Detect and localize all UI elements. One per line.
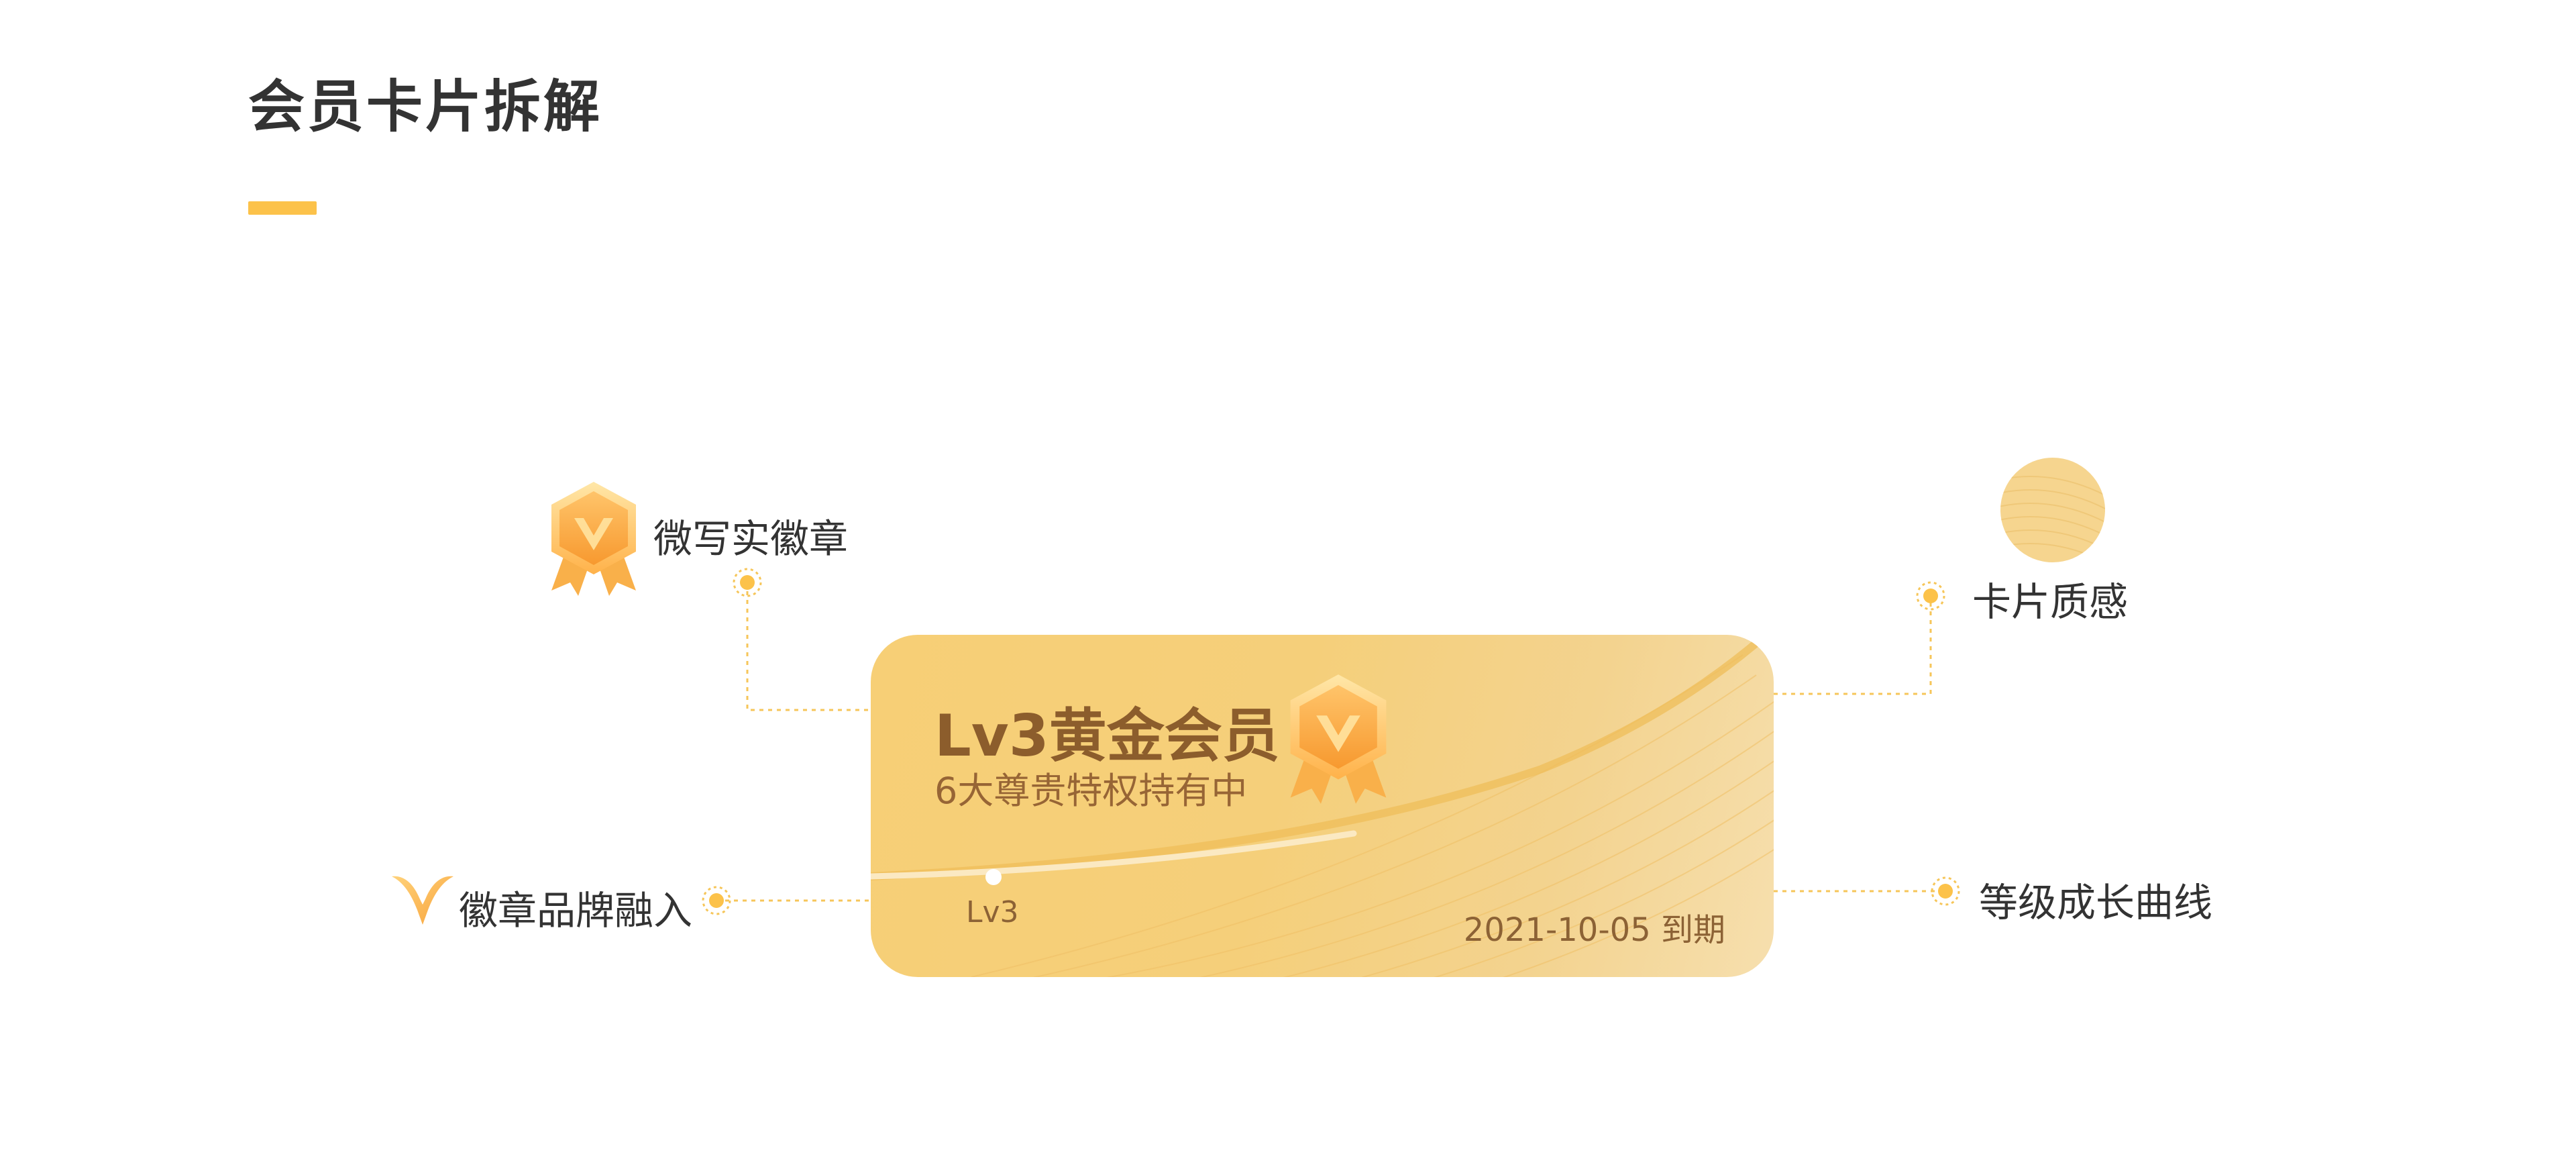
callout-label-curve: 等级成长曲线 — [1979, 880, 2213, 925]
brand-v-icon — [392, 876, 453, 925]
growth-curve — [871, 635, 1772, 880]
connector-badge-dot — [733, 568, 762, 597]
card-texture — [871, 635, 1774, 977]
connector-curve-dot — [1931, 876, 1960, 906]
connector-badge-line — [746, 582, 871, 711]
medal-v-icon — [551, 482, 636, 596]
title-accent-bar — [248, 201, 317, 215]
connector-texture-dot — [1916, 581, 1945, 611]
callout-label-texture: 卡片质感 — [1972, 579, 2129, 625]
level-marker — [985, 869, 1002, 885]
card-subtitle: 6大尊贵特权持有中 — [934, 770, 1248, 812]
connector-brand-dot — [702, 886, 731, 915]
page-title: 会员卡片拆解 — [248, 74, 603, 140]
card-level-label: Lv3 — [966, 895, 1019, 929]
callout-label-brand: 徽章品牌融入 — [459, 888, 693, 933]
medal-v-icon — [1290, 674, 1387, 804]
growth-progress — [871, 830, 1357, 880]
card-expiry: 2021-10-05 到期 — [1463, 911, 1725, 949]
connector-texture-line — [1774, 596, 1932, 695]
texture-swatch-icon — [2000, 458, 2105, 562]
callout-label-badge: 微写实徽章 — [653, 516, 849, 562]
membership-card[interactable]: Lv3黄金会员 6大尊贵特权持有中 Lv3 2021-10-05 到期 — [871, 635, 1774, 977]
card-title: Lv3黄金会员 — [934, 703, 1280, 770]
